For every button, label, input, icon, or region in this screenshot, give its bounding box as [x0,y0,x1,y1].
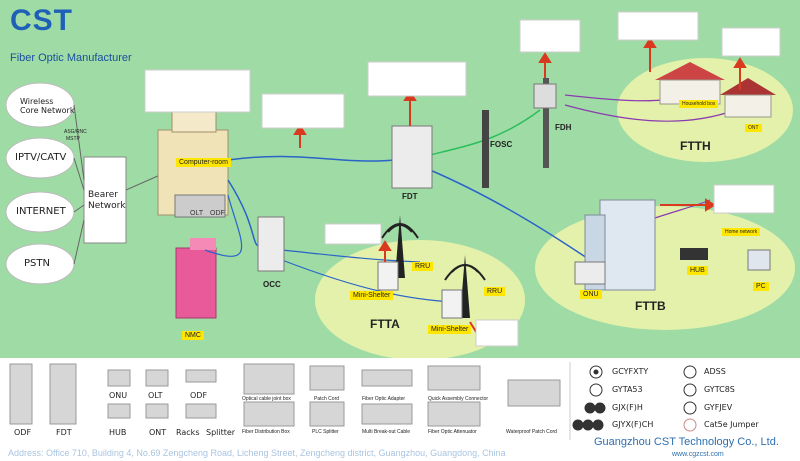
callout-home-products [713,184,775,214]
onu-label: ONU [580,290,602,299]
brand-logo: CST [10,4,73,37]
product-ont: ONT [149,428,167,437]
ftta-zone-label: FTTA [370,317,400,331]
product-fdt: FDT [56,428,72,437]
cable-gyta53: GYTA53 [612,385,643,394]
fosc-label: FOSC [490,140,513,149]
onu-device [574,261,606,285]
fdt-label: FDT [402,192,418,201]
product-attenuator: Fiber Optic Attenuator [428,429,477,435]
mini-shelter-1 [377,261,399,291]
ftth-zone-label: FTTH [680,139,711,153]
rru-label-2: RRU [484,287,506,296]
cloud-label-iptv: IPTV/CATV [15,152,67,163]
cloud-label-internet: INTERNET [16,206,66,217]
mini-shelter-label-2: Mini-Shelter [428,325,472,334]
callout-racks-products [324,223,382,245]
footer-bar [0,446,800,461]
fosc-pole [482,110,489,188]
cable-cat5e: Cat5e Jumper [704,420,759,429]
callout-phone-products [617,11,699,41]
odf-label: ODF [210,210,225,217]
product-joint-box: Optical cable joint box [242,396,291,402]
ftta-zone [315,240,525,360]
callout-patch-products [367,61,467,97]
home-network-label: Home network [722,228,761,236]
olt-label: OLT [190,210,204,217]
ont-label: ONT [745,124,762,132]
product-breakout: Multi Break-out Cable [362,429,411,435]
fdh-label: FDH [555,123,572,132]
house-2 [720,78,776,118]
computer-room-building [157,111,229,218]
callout-closure-products [261,93,345,129]
hub-device [680,248,708,260]
nmc-building [175,238,217,319]
household-box-label: Household box [679,100,719,108]
product-splitter: Splitter [206,428,236,437]
product-racks: Racks [176,428,200,437]
footer-company: Guangzhou CST Technology Co., Ltd. [594,436,779,448]
cable-gyfjev: GYFJEV [704,403,733,412]
hub-label: HUB [687,266,708,275]
callout-odf-products [144,69,251,113]
callout-cable-products [475,319,519,347]
cloud-label-wireless: Wireless Core Network [20,97,75,115]
callout-ont-products [721,27,781,57]
cloud-label-mstp: MSTP [66,136,80,142]
fttb-zone-label: FTTB [635,299,666,313]
cable-gcyfxty: GCYFXTY [612,367,649,376]
occ-label: OCC [263,280,281,289]
cable-gjxfh: GJX(F)H [612,403,643,412]
product-olt: OLT [148,391,163,400]
product-odf: ODF [14,428,32,437]
callout-fdh-products [519,19,581,53]
product-waterproof: Waterproof Patch Cord [506,429,557,435]
product-onu: ONU [109,391,128,400]
cable-adss: ADSS [704,367,726,376]
mini-shelter-label-1: Mini-Shelter [350,291,394,300]
cloud-label-asg: ASG/RNC [64,129,87,135]
occ-cabinet [257,216,285,272]
rru-label-1: RRU [412,262,434,271]
fdt-cabinet [391,125,433,189]
fdh-box [533,83,557,109]
product-patch-cord: Patch Cord [314,396,340,402]
nmc-label: NMC [182,331,204,340]
product-adapter: Fiber Optic Adapter [362,396,406,402]
footer-website[interactable]: www.cgzcst.com [672,451,724,458]
cloud-label-pstn: PSTN [24,258,50,269]
product-quick-connector: Quick Assembly Connector [428,396,489,402]
pc-device [747,249,771,271]
product-distribution-box: Fiber Distribution Box [242,429,290,435]
product-odf-2: ODF [190,391,208,400]
pc-label: PC [753,282,769,291]
brand-tagline: Fiber Optic Manufacturer [10,52,132,64]
footer-address: Address: Office 710, Building 4, No.69 Z… [8,448,506,458]
product-plc-splitter: PLC Splitter [312,429,339,435]
bearer-network-box [83,156,127,244]
computer-room-label: Computer-room [176,158,232,167]
product-hub: HUB [109,428,127,437]
fdh-pole [543,78,549,168]
cable-gjyxfch: GJYX(F)CH [612,420,654,429]
cable-gytc8s: GYTC8S [704,385,735,394]
bearer-network-label: Bearer Network [88,190,126,211]
mini-shelter-2 [441,289,463,319]
